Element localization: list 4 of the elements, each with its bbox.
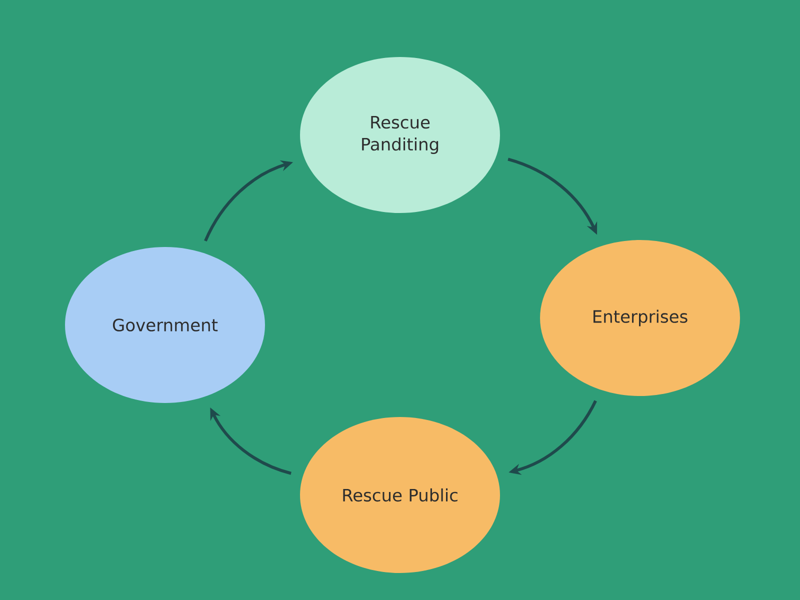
- ellipse-node: Rescue Panditing: [300, 57, 500, 213]
- ellipse-node: Government: [65, 247, 265, 403]
- ellipse-node: Enterprises: [540, 240, 740, 396]
- ellipse-node: Rescue Public: [300, 417, 500, 573]
